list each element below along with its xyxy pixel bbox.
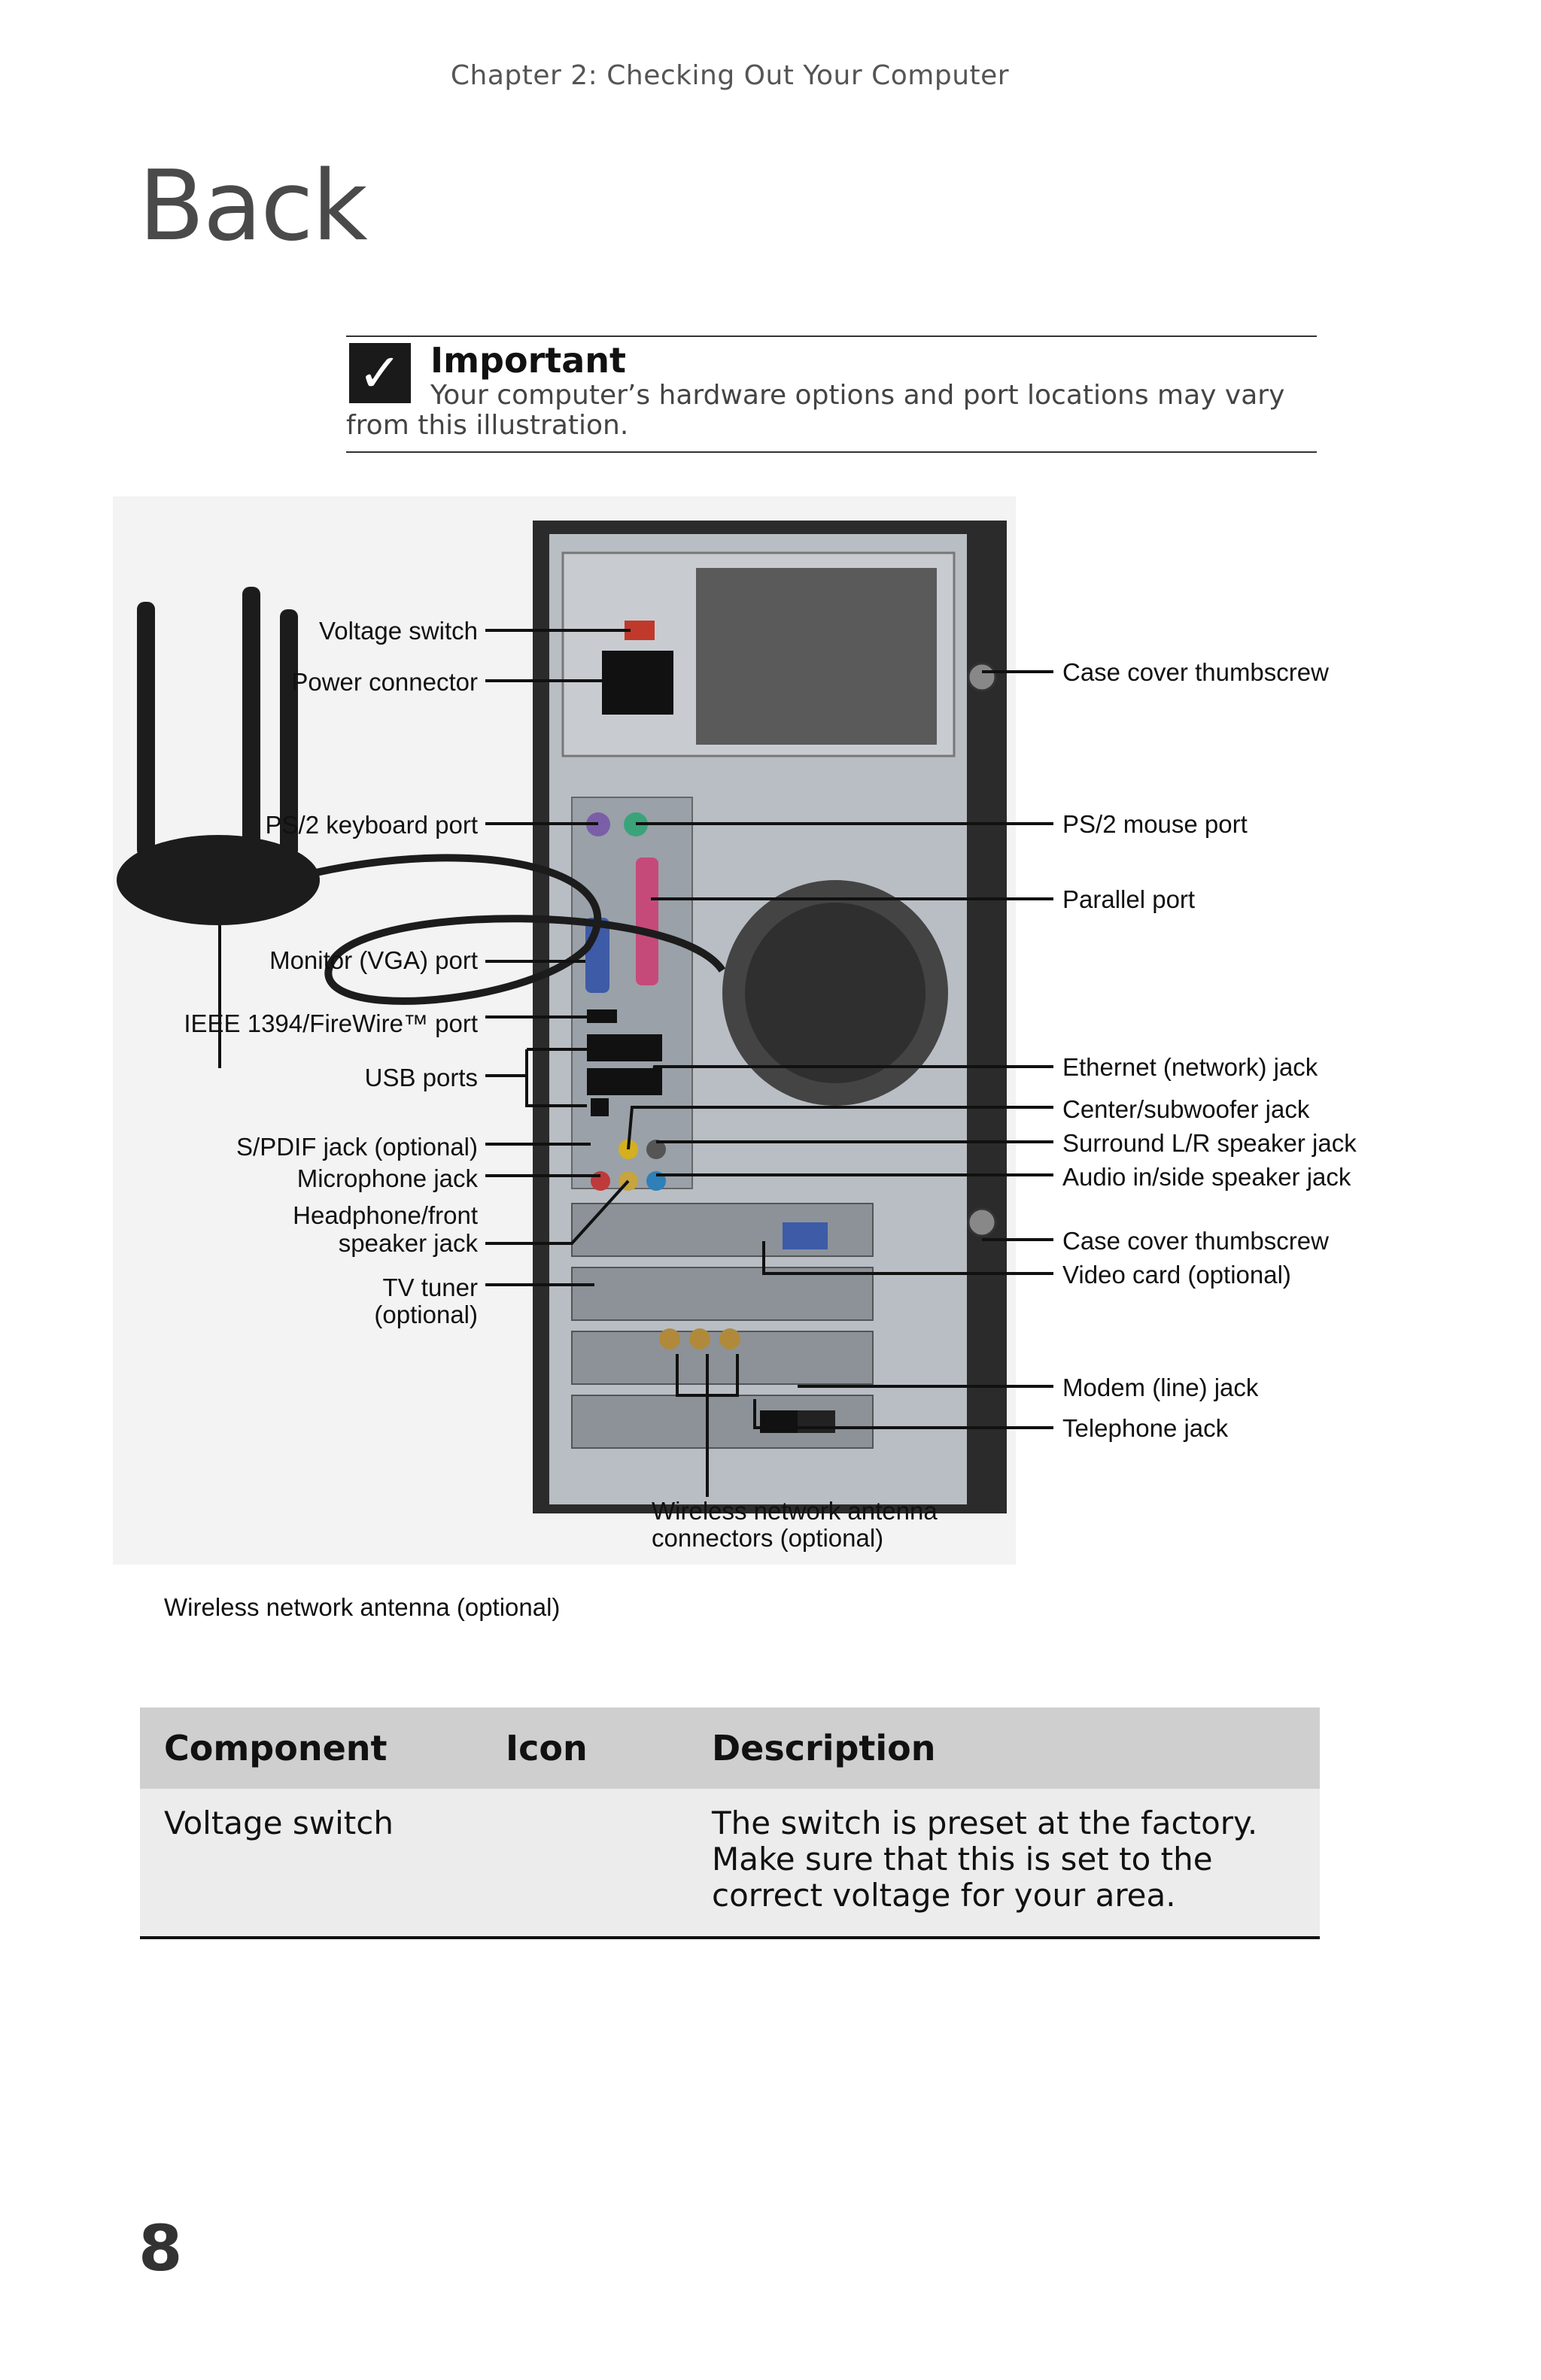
label-firewire-port: IEEE 1394/FireWire™ port xyxy=(184,1009,478,1037)
checkmark-icon: ✓ xyxy=(349,343,411,403)
header-description: Description xyxy=(688,1708,1320,1789)
label-parallel-port: Parallel port xyxy=(1062,885,1195,913)
label-ps2-mouse-port: PS/2 mouse port xyxy=(1062,810,1248,838)
row-icon xyxy=(482,1789,688,1938)
leader-lines xyxy=(218,629,1053,1497)
label-microphone-jack: Microphone jack xyxy=(297,1164,479,1192)
label-usb-ports: USB ports xyxy=(365,1064,478,1091)
usb-ports-shape xyxy=(587,1034,662,1061)
page-number: 8 xyxy=(138,2212,183,2285)
page-title: Back xyxy=(138,150,368,263)
computer-back-illustration: Voltage switch Power connector PS/2 keyb… xyxy=(113,496,1357,1621)
note-body: Your computer’s hardware options and por… xyxy=(346,380,1285,441)
row-description: The switch is preset at the factory. Mak… xyxy=(688,1789,1320,1938)
table-header-row: Component Icon Description xyxy=(140,1708,1320,1789)
header-component: Component xyxy=(140,1708,482,1789)
parallel-port-shape xyxy=(636,858,658,985)
row-component: Voltage switch xyxy=(140,1789,482,1938)
header-icon: Icon xyxy=(482,1708,688,1789)
component-table: Component Icon Description Voltage switc… xyxy=(140,1708,1320,1939)
table-row: Voltage switch The switch is preset at t… xyxy=(140,1789,1320,1938)
power-connector-shape xyxy=(602,651,673,715)
label-ps2-keyboard-port: PS/2 keyboard port xyxy=(266,811,479,839)
label-voltage-switch: Voltage switch xyxy=(319,617,478,645)
label-surround-speaker-jack: Surround L/R speaker jack xyxy=(1062,1129,1357,1157)
important-note: ✓ Important Your computer’s hardware opt… xyxy=(346,335,1317,453)
label-wireless-antenna: Wireless network antenna (optional) xyxy=(164,1593,560,1621)
label-tv-tuner-line1: TV tuner xyxy=(382,1273,478,1301)
label-case-thumbscrew-bottom: Case cover thumbscrew xyxy=(1062,1227,1329,1255)
label-case-thumbscrew-top: Case cover thumbscrew xyxy=(1062,658,1329,686)
label-modem-jack: Modem (line) jack xyxy=(1062,1374,1259,1401)
label-tv-tuner-line2: (optional) xyxy=(374,1301,478,1328)
label-ethernet-jack: Ethernet (network) jack xyxy=(1062,1053,1318,1081)
label-video-card: Video card (optional) xyxy=(1062,1261,1291,1289)
label-monitor-vga-port: Monitor (VGA) port xyxy=(269,946,478,974)
firewire-port-shape xyxy=(587,1009,617,1023)
label-center-subwoofer-jack: Center/subwoofer jack xyxy=(1062,1095,1310,1123)
label-antenna-connectors-line1: Wireless network antenna xyxy=(652,1497,938,1525)
label-antenna-connectors-line2: connectors (optional) xyxy=(652,1524,883,1552)
chapter-header: Chapter 2: Checking Out Your Computer xyxy=(450,60,1010,91)
label-power-connector: Power connector xyxy=(291,668,478,696)
label-telephone-jack: Telephone jack xyxy=(1062,1414,1229,1442)
computer-case-illustration xyxy=(533,521,1007,1513)
note-title: Important xyxy=(430,340,627,381)
label-audio-in-jack: Audio in/side speaker jack xyxy=(1062,1163,1351,1191)
label-headphone-line1: Headphone/front xyxy=(293,1201,478,1229)
wireless-antenna-illustration xyxy=(117,587,726,1005)
label-headphone-line2: speaker jack xyxy=(339,1229,479,1257)
label-spdif-jack: S/PDIF jack (optional) xyxy=(236,1133,478,1161)
